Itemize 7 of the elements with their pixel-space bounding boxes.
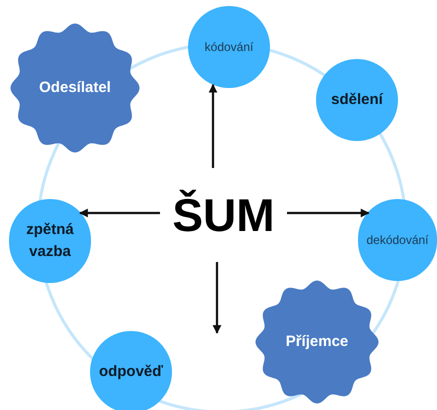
arrow [212, 262, 222, 334]
arrow [208, 84, 218, 168]
wavy-badge: Příjemce [255, 279, 379, 405]
arrow [287, 208, 370, 218]
noise-title: ŠUM [160, 168, 287, 262]
wavy-badge: Odesílatel [10, 22, 140, 154]
arrow [79, 208, 160, 218]
